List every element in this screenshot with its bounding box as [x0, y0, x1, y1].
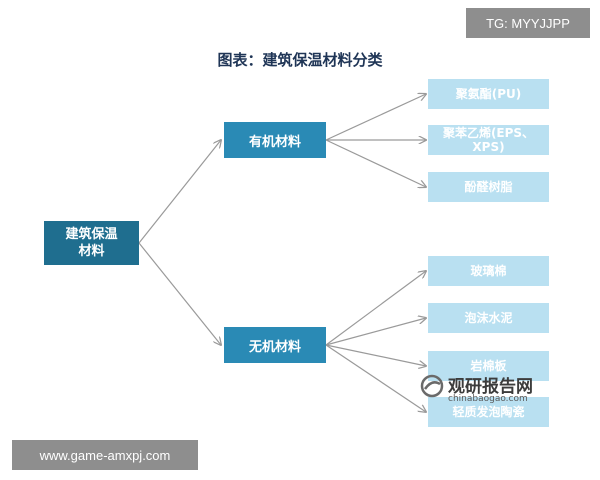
watermark-domain: chinabaogao.com [448, 394, 528, 404]
leaf-polyurethane: 聚氨酯(PU) [428, 79, 549, 109]
leaf-polystyrene: 聚苯乙烯(EPS、 XPS) [428, 125, 549, 155]
root-node-label: 建筑保温 材料 [65, 227, 118, 259]
diagram-title: 图表：建筑保温材料分类 [217, 51, 383, 69]
leaf-label: 聚苯乙烯(EPS、 XPS) [442, 126, 535, 154]
leaf-label: 泡沫水泥 [464, 311, 513, 325]
leaf-glass-wool: 玻璃棉 [428, 256, 549, 286]
corner-tag: TG: MYYJJPP [466, 8, 590, 38]
inorganic-node: 无机材料 [224, 327, 326, 363]
footer-url: www.game-amxpj.com [12, 440, 198, 470]
leaf-phenolic-resin: 酚醛树脂 [428, 172, 549, 202]
watermark-brand: 观研报告网 [448, 377, 533, 397]
leaf-label: 聚氨酯(PU) [455, 87, 522, 101]
edge-inorganic-1 [325, 318, 426, 346]
organic-node: 有机材料 [224, 122, 326, 158]
watermark: 观研报告网 chinabaogao.com [420, 372, 570, 408]
edge-root-organic [138, 140, 221, 244]
edge-inorganic-0 [325, 271, 426, 346]
inorganic-node-label: 无机材料 [248, 339, 301, 355]
leaf-label: 酚醛树脂 [464, 180, 513, 194]
edge-inorganic-2 [325, 344, 426, 366]
organic-node-label: 有机材料 [248, 134, 301, 150]
leaf-label: 岩棉板 [470, 359, 507, 373]
leaf-rock-wool-board: 岩棉板 [428, 351, 549, 381]
leaf-foamed-ceramic: 轻质发泡陶瓷 [428, 397, 549, 427]
edge-organic-2 [325, 139, 426, 187]
root-node: 建筑保温 材料 [44, 221, 139, 265]
edge-organic-0 [325, 94, 426, 141]
leaf-label: 玻璃棉 [470, 264, 507, 278]
watermark-logo-icon [420, 374, 444, 398]
edge-inorganic-3 [325, 344, 426, 412]
edge-root-inorganic [138, 242, 221, 345]
leaf-label: 轻质发泡陶瓷 [452, 405, 525, 419]
leaf-foam-cement: 泡沫水泥 [428, 303, 549, 333]
